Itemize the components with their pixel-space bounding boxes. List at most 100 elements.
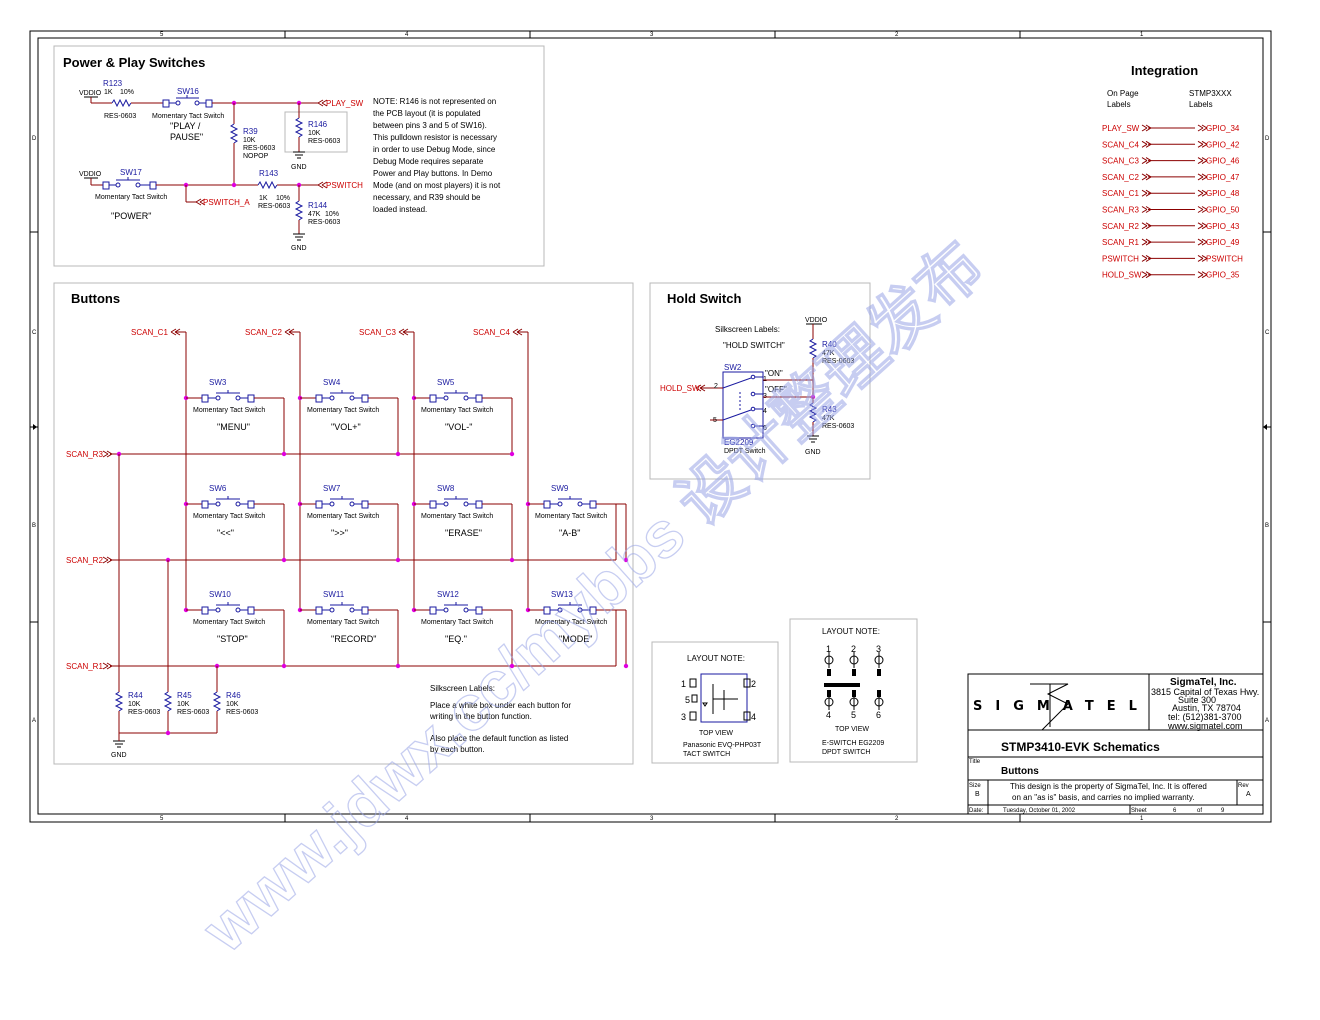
- layout-note-part: TACT SWITCH: [683, 751, 730, 758]
- sw2-pin-5: 5: [713, 417, 717, 424]
- switch-function-label: "A-B": [559, 528, 580, 538]
- off-label: "OFF": [765, 385, 787, 394]
- debug-note-line: between pins 3 and 5 of SW16).: [373, 121, 487, 130]
- section-title: Power & Play Switches: [63, 55, 205, 70]
- logo-wordmark: SIGMATEL: [973, 699, 1150, 714]
- layout-note-tact: LAYOUT NOTE: 1 2 3 4 5 TOP VIEW Panasoni…: [651, 641, 779, 764]
- resistor-r143: [257, 180, 278, 190]
- r146-gnd-label: GND: [291, 164, 307, 171]
- zone-number: 4: [405, 816, 409, 822]
- revision: A: [1246, 791, 1251, 798]
- integration-section: Integration On Page Labels STMP3XXX Labe…: [1102, 63, 1243, 280]
- resistor-r123: [111, 98, 132, 108]
- pswitch-a-net-label: PSWITCH_A: [203, 198, 250, 207]
- zone-number: 3: [650, 816, 654, 822]
- debug-note-line: NOTE: R146 is not represented on: [373, 97, 496, 106]
- zone-letter: A: [1265, 718, 1269, 724]
- switch-sw16: [162, 95, 213, 108]
- r143-tolerance: 10%: [276, 195, 290, 202]
- on-label: "ON": [765, 369, 783, 378]
- sw16-func-line1: "PLAY /: [170, 121, 201, 131]
- switch-type: Momentary Tact Switch: [307, 619, 379, 626]
- integration-to-label: GPIO_48: [1206, 189, 1240, 198]
- integration-to-label: GPIO_47: [1206, 173, 1240, 182]
- tact-pin-2: 2: [751, 679, 756, 689]
- hold-sw-net-label: HOLD_SW: [660, 384, 700, 393]
- pswitch-net-label: PSWITCH: [326, 181, 363, 190]
- integration-row: SCAN_C3 GPIO_46: [1102, 157, 1240, 166]
- play-sw-net-label: PLAY_SW: [326, 99, 364, 108]
- debug-note-line: loaded instead.: [373, 205, 427, 214]
- integration-from-label: PLAY_SW: [1102, 124, 1140, 133]
- resistor-package: RES-0603: [226, 709, 258, 716]
- sheet-size: B: [975, 791, 980, 798]
- vddio-label: VDDIO: [79, 90, 102, 97]
- integration-from-label: HOLD_SW: [1102, 271, 1142, 280]
- switch-function-label: "VOL-": [445, 422, 472, 432]
- debug-note-line: This pulldown resistor is necessary: [373, 133, 497, 142]
- switch-ref: SW11: [323, 590, 345, 599]
- section-title: Buttons: [71, 291, 120, 306]
- r144-value: 47K: [308, 211, 321, 218]
- date-label: Date:: [969, 808, 984, 814]
- layout-note-part: DPDT SWITCH: [822, 749, 870, 756]
- switch-type: Momentary Tact Switch: [535, 619, 607, 626]
- tact-pin-4: 4: [751, 712, 756, 722]
- r39-value: 10K: [243, 137, 256, 144]
- switch-function-label: "ERASE": [445, 528, 482, 538]
- debug-note-line: Power and Play buttons. In Demo: [373, 169, 493, 178]
- company-address: 3815 Capital of Texas Hwy.: [1151, 687, 1259, 697]
- integration-to-label: GPIO_46: [1206, 157, 1240, 166]
- dpdt-pin-5: 5: [851, 710, 856, 720]
- switch-type: Momentary Tact Switch: [535, 513, 607, 520]
- dpdt-pin-3: 3: [876, 644, 881, 654]
- r123-package: RES-0603: [104, 113, 136, 120]
- r39-package: RES-0603: [243, 145, 275, 152]
- integration-from-label: SCAN_R2: [1102, 222, 1139, 231]
- column-net-label: SCAN_C3: [359, 328, 396, 337]
- silkscreen-note-line: writing in the button function.: [429, 712, 532, 721]
- switch-ref: SW13: [551, 590, 573, 599]
- r40-value: 47K: [822, 350, 835, 357]
- zone-letter: D: [1265, 136, 1270, 142]
- column-header-on-page: On Page: [1107, 89, 1139, 98]
- dpdt-pin-1: 1: [826, 644, 831, 654]
- integration-from-label: SCAN_C3: [1102, 157, 1139, 166]
- switch-function-label: ">>": [331, 528, 348, 538]
- tact-pin-1: 1: [681, 679, 686, 689]
- integration-from-label: SCAN_R3: [1102, 206, 1139, 215]
- debug-note-line: necessary, and R39 should be: [373, 193, 481, 202]
- zone-number: 4: [405, 32, 409, 38]
- switch-function-label: "EQ.": [445, 634, 467, 644]
- sw2-pin-4: 4: [763, 408, 767, 415]
- vddio-label: VDDIO: [805, 317, 828, 324]
- layout-note-title: LAYOUT NOTE:: [822, 627, 880, 636]
- tact-pin-5: 5: [685, 695, 690, 705]
- zone-number: 5: [160, 816, 164, 822]
- resistor-value: 10K: [226, 701, 239, 708]
- resistor-package: RES-0603: [128, 709, 160, 716]
- zone-letter: D: [32, 136, 37, 142]
- zone-number: 2: [895, 816, 899, 822]
- r143-package: RES-0603: [258, 203, 290, 210]
- column-header-stmp: STMP3XXX: [1189, 89, 1232, 98]
- sheet-number: 6: [1173, 808, 1177, 814]
- switch-ref: SW4: [323, 378, 341, 387]
- silkscreen-note-line: Also place the default function as liste…: [430, 734, 568, 743]
- zone-letter: C: [32, 330, 37, 336]
- of-label: of: [1197, 808, 1202, 814]
- switch-type: Momentary Tact Switch: [421, 407, 493, 414]
- switch-ref: SW10: [209, 590, 231, 599]
- switch-ref: SW9: [551, 484, 569, 493]
- zone-number: 1: [1140, 32, 1144, 38]
- hold-silkscreen-label: "HOLD SWITCH": [723, 341, 785, 350]
